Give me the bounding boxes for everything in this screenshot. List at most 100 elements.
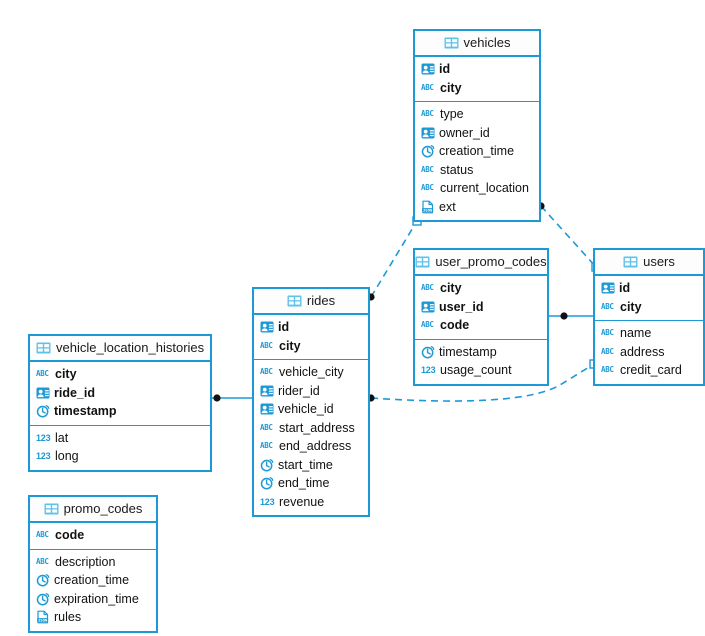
field-name: credit_card bbox=[620, 363, 682, 378]
field-name: vehicle_city bbox=[279, 365, 344, 380]
primary-key-field[interactable]: id bbox=[595, 279, 703, 298]
column-field[interactable]: ABC current_location bbox=[415, 179, 539, 198]
primary-key-field[interactable]: user_id bbox=[415, 298, 547, 317]
column-field[interactable]: ABC name bbox=[595, 324, 703, 343]
relationship-users-to-user-promo-codes[interactable] bbox=[549, 312, 593, 320]
field-name: ext bbox=[439, 199, 456, 214]
field-name: timestamp bbox=[439, 344, 497, 359]
entity-header-vehicles[interactable]: vehicles bbox=[415, 31, 539, 57]
clock-icon bbox=[260, 476, 274, 490]
json-file-icon: JSON bbox=[421, 200, 435, 214]
field-name: expiration_time bbox=[54, 591, 139, 606]
column-field[interactable]: rider_id bbox=[254, 382, 368, 401]
column-field[interactable]: vehicle_id bbox=[254, 400, 368, 419]
id-card-icon bbox=[260, 402, 274, 416]
123-icon: 123 bbox=[421, 365, 436, 376]
entity-header-user_promo_codes[interactable]: user_promo_codes bbox=[415, 250, 547, 276]
id-card-icon bbox=[421, 62, 435, 76]
column-field[interactable]: ABC credit_card bbox=[595, 361, 703, 380]
table-icon bbox=[44, 503, 59, 515]
relationship-rides-to-vehicle-location-histories[interactable] bbox=[212, 394, 252, 402]
entity-title: vehicles bbox=[463, 35, 511, 50]
primary-key-field[interactable]: timestamp bbox=[30, 402, 210, 421]
relationship-line bbox=[540, 205, 597, 268]
abc-icon: ABC bbox=[36, 556, 49, 566]
clock-icon bbox=[36, 573, 50, 587]
entity-title: vehicle_location_histories bbox=[56, 340, 205, 355]
column-field[interactable]: ABC end_address bbox=[254, 437, 368, 456]
entity-title: users bbox=[643, 254, 675, 269]
abc-icon: ABC bbox=[421, 283, 434, 293]
entity-header-rides[interactable]: rides bbox=[254, 289, 368, 315]
table-icon bbox=[623, 256, 638, 268]
primary-key-field[interactable]: id bbox=[415, 60, 539, 79]
column-field[interactable]: creation_time bbox=[30, 571, 156, 590]
abc-icon: ABC bbox=[601, 365, 614, 375]
abc-icon: ABC bbox=[260, 441, 273, 451]
clock-icon bbox=[36, 404, 50, 418]
field-name: ride_id bbox=[54, 385, 95, 400]
field-name: creation_time bbox=[439, 144, 515, 159]
123-icon: 123 bbox=[260, 496, 275, 507]
column-field[interactable]: timestamp bbox=[415, 343, 547, 362]
entity-header-vehicle_location_histories[interactable]: vehicle_location_histories bbox=[30, 336, 210, 362]
field-name: name bbox=[620, 326, 652, 341]
id-card-icon bbox=[36, 386, 50, 400]
column-field[interactable]: end_time bbox=[254, 474, 368, 493]
column-field[interactable]: creation_time bbox=[415, 142, 539, 161]
field-name: end_address bbox=[279, 439, 352, 454]
entity-header-promo_codes[interactable]: promo_codes bbox=[30, 497, 156, 523]
entity-header-users[interactable]: users bbox=[595, 250, 703, 276]
entity-title: user_promo_codes bbox=[435, 254, 547, 269]
svg-text:JSON: JSON bbox=[423, 207, 433, 212]
primary-key-field[interactable]: id bbox=[254, 318, 368, 337]
abc-icon: ABC bbox=[36, 530, 49, 540]
column-field[interactable]: expiration_time bbox=[30, 590, 156, 609]
column-field[interactable]: owner_id bbox=[415, 124, 539, 143]
field-name: rules bbox=[54, 610, 82, 625]
abc-icon: ABC bbox=[601, 346, 614, 356]
column-field[interactable]: JSON ext bbox=[415, 198, 539, 217]
column-field[interactable]: start_time bbox=[254, 456, 368, 475]
abc-icon: ABC bbox=[421, 183, 434, 193]
field-name: current_location bbox=[440, 181, 529, 196]
abc-icon: ABC bbox=[601, 301, 614, 311]
abc-icon: ABC bbox=[601, 328, 614, 338]
field-name: status bbox=[440, 162, 474, 177]
primary-key-field[interactable]: ride_id bbox=[30, 384, 210, 403]
table-icon bbox=[287, 295, 302, 307]
relationship-line bbox=[370, 220, 418, 298]
